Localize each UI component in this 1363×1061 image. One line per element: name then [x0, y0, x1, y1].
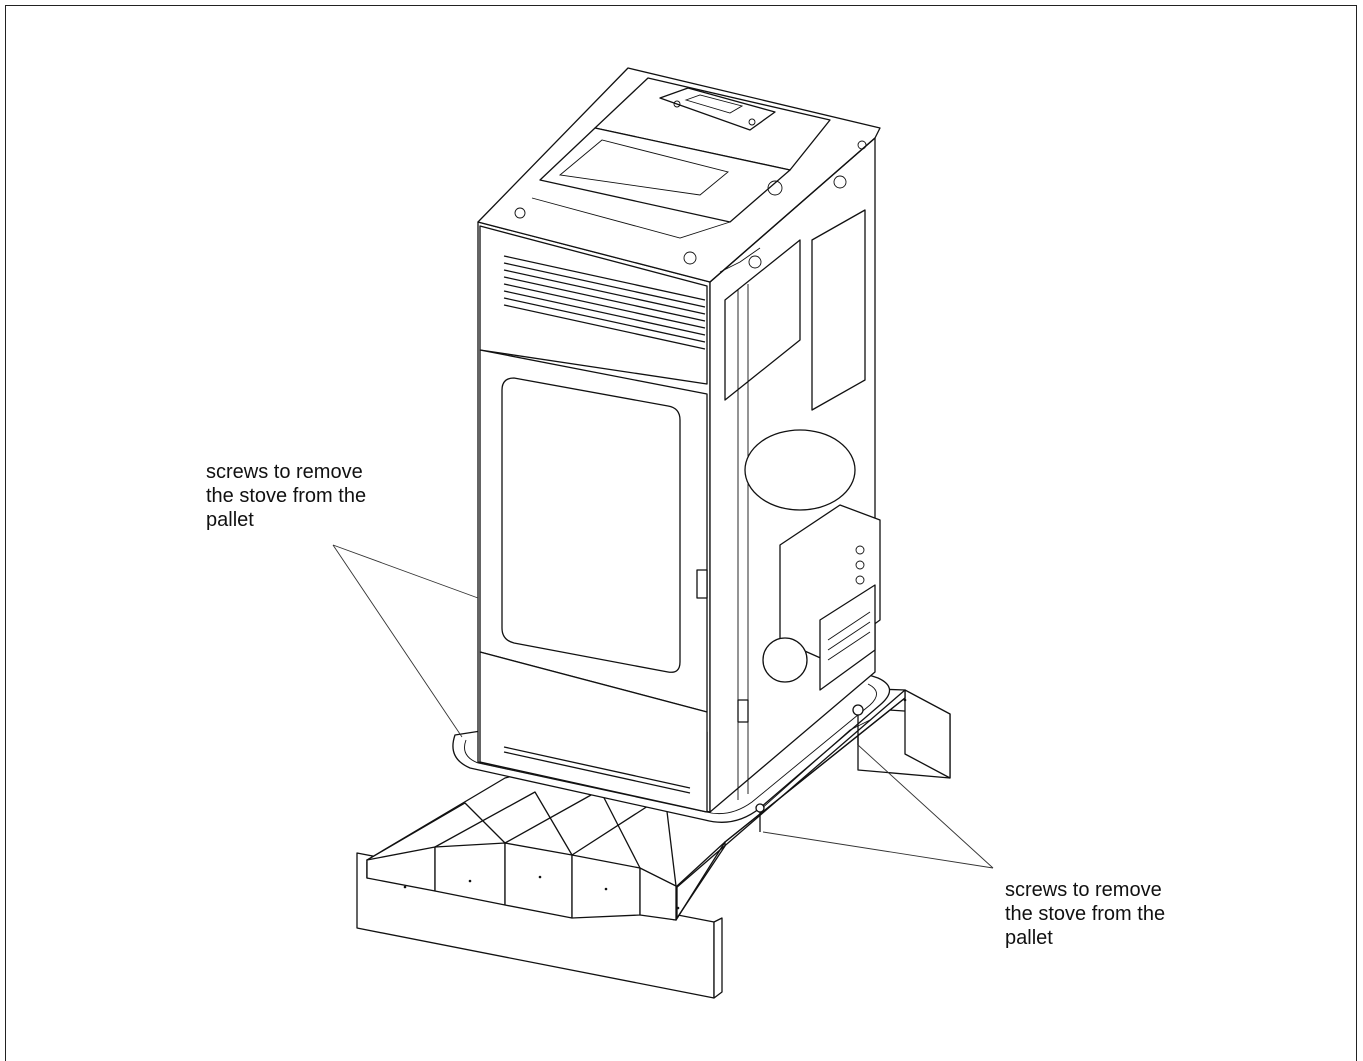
- leader-lines: [332, 544, 994, 869]
- figure-frame: [5, 5, 1357, 1061]
- pallet-nails: [403, 698, 907, 910]
- callout-left-line-3: pallet: [206, 509, 254, 531]
- callout-left-line-2: the stove from the: [206, 485, 367, 507]
- stove: [452, 67, 891, 832]
- pallet-rear-runner-front: [904, 689, 951, 779]
- leader-right-1: [857, 744, 994, 869]
- pallet-bottom-board-end: [713, 917, 723, 999]
- callout-right-screws: screws to remove the stove from the pall…: [1005, 878, 1165, 950]
- callout-right-line-1: screws to remove: [1005, 879, 1162, 901]
- leader-left-1: [332, 544, 463, 738]
- callout-right-line-3: pallet: [1005, 927, 1053, 949]
- screw-icon: [755, 704, 864, 832]
- motor-unit: [762, 637, 808, 683]
- leader-right-2: [762, 831, 994, 869]
- internal-components: [724, 209, 881, 811]
- control-display: [684, 94, 744, 114]
- callout-left-screws: screws to remove the stove from the pall…: [206, 460, 366, 532]
- callout-left-line-1: screws to remove: [206, 461, 363, 483]
- door-glass: [501, 377, 681, 673]
- ash-drawer-panel: [479, 651, 708, 813]
- grille-panel: [479, 225, 708, 385]
- callout-right-line-2: the stove from the: [1005, 903, 1166, 925]
- combustion-fan: [744, 429, 856, 511]
- vent-slots: [503, 255, 706, 350]
- hinge-upper: [696, 569, 708, 599]
- hopper-lid-front: [539, 127, 791, 223]
- leader-left-2: [332, 544, 479, 599]
